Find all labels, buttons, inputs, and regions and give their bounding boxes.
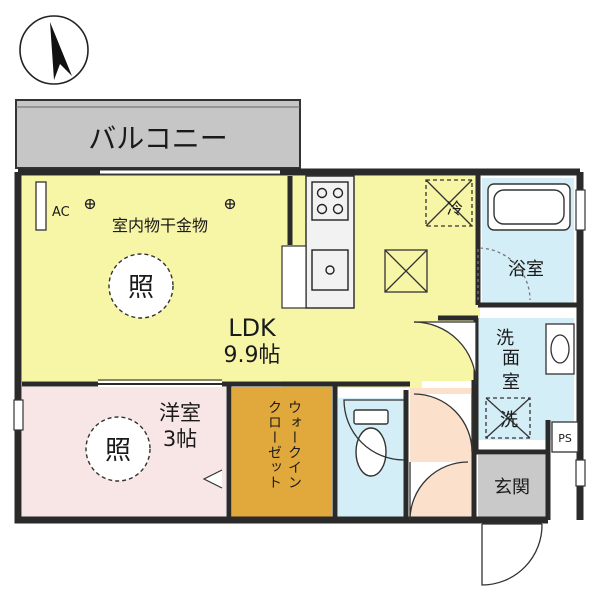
washroom-char-3: 室 [502, 372, 520, 393]
toilet-icon [353, 409, 389, 477]
side-windows [13, 189, 586, 487]
bathtub-icon [487, 183, 571, 231]
western-room-label: 洋室 [159, 401, 201, 425]
walk-in-closet [232, 387, 332, 519]
fridge-label: 冷 [447, 199, 463, 218]
pipe-space-label: PS [558, 432, 572, 445]
ldk-light-label: 照 [128, 273, 154, 303]
ldk-size: 9.9帖 [224, 343, 281, 368]
ldk-label: LDK [228, 314, 277, 342]
air-conditioner [35, 181, 47, 231]
refrigerator-space [425, 179, 473, 227]
balcony [15, 99, 301, 169]
north-arrow-icon [19, 15, 89, 85]
ldk-ceiling-light-icon [108, 253, 174, 319]
entrance [478, 455, 546, 517]
washing-machine-space [485, 397, 531, 439]
stove-icon [311, 181, 349, 221]
drying-rack-hook-icon [84, 198, 236, 210]
sink-icon [311, 249, 349, 291]
closet-label-line2: クローゼット [266, 400, 282, 490]
ventilation-icon [384, 249, 428, 293]
washroom-char-1: 洗 [496, 328, 514, 349]
western-room-light-icon [85, 416, 151, 482]
washroom-char-2: 面 [502, 348, 520, 369]
western-room-size: 3帖 [163, 427, 197, 451]
entrance-label: 玄関 [494, 477, 530, 498]
drying-rack-label: 室内物干金物 [112, 216, 208, 235]
washbasin-icon [545, 323, 575, 375]
closet-label-line1: ウォークイン [286, 400, 302, 490]
washer-label: 洗 [500, 410, 518, 431]
pipe-space [551, 421, 579, 453]
western-light-label: 照 [105, 436, 131, 466]
ac-label: AC [52, 205, 70, 220]
balcony-label: バルコニー [88, 122, 227, 155]
door-swings [343, 247, 543, 586]
bathroom-label: 浴室 [508, 259, 544, 280]
kitchen-counter [281, 175, 355, 309]
